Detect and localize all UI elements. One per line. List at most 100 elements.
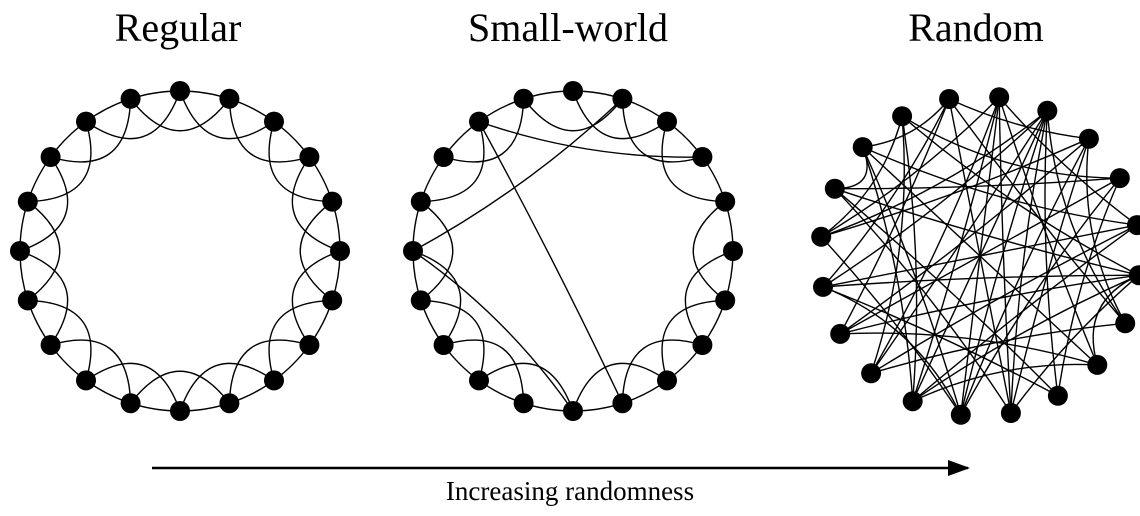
random-edge bbox=[870, 116, 905, 374]
random-edge bbox=[840, 332, 1098, 366]
random-node bbox=[989, 87, 1010, 108]
small-world-edge bbox=[443, 339, 525, 404]
small-world-node bbox=[433, 335, 454, 355]
regular-node bbox=[264, 370, 284, 391]
small-world-node bbox=[657, 370, 677, 391]
regular-node bbox=[322, 191, 343, 212]
small-world-node bbox=[410, 191, 431, 212]
regular-edge bbox=[85, 362, 181, 412]
random-edge bbox=[998, 96, 1138, 226]
random-edge bbox=[1057, 177, 1121, 396]
regular-node bbox=[17, 191, 38, 212]
random-edge bbox=[948, 98, 1089, 140]
regular-edge bbox=[291, 156, 341, 252]
small-world-edge bbox=[661, 299, 726, 381]
random-edge bbox=[1046, 110, 1126, 324]
regular-node bbox=[76, 370, 96, 391]
regular-node bbox=[264, 111, 284, 132]
regular-edge bbox=[299, 201, 333, 301]
random-edge bbox=[948, 98, 1012, 414]
small-world-node bbox=[715, 290, 736, 311]
random-network bbox=[811, 87, 1140, 425]
panel-title-regular: Regular bbox=[114, 5, 242, 50]
regular-edge bbox=[179, 362, 275, 412]
small-world-edge bbox=[412, 250, 462, 346]
small-world-edge bbox=[661, 121, 726, 203]
regular-edge bbox=[228, 98, 310, 163]
small-world-node bbox=[715, 191, 736, 212]
small-world-node bbox=[692, 335, 713, 355]
random-edge bbox=[822, 110, 1048, 288]
regular-node bbox=[322, 290, 343, 311]
random-node bbox=[1047, 385, 1068, 406]
regular-node bbox=[40, 335, 61, 355]
small-world-edge bbox=[443, 98, 525, 163]
random-edge bbox=[870, 96, 1000, 374]
small-world-shortcut-edge bbox=[478, 120, 703, 158]
random-edge bbox=[912, 224, 1138, 402]
random-node bbox=[1037, 100, 1058, 121]
regular-node bbox=[170, 401, 190, 421]
random-node bbox=[1109, 168, 1130, 189]
small-world-node bbox=[469, 370, 489, 391]
regular-network bbox=[10, 81, 350, 421]
regular-node bbox=[170, 81, 190, 101]
random-node bbox=[939, 89, 960, 109]
small-world-network bbox=[403, 81, 743, 421]
regular-node bbox=[299, 335, 320, 355]
small-world-node bbox=[513, 393, 534, 414]
regular-edge bbox=[268, 121, 333, 203]
regular-edge bbox=[50, 339, 132, 404]
small-world-node bbox=[469, 111, 489, 132]
random-edge bbox=[960, 110, 1048, 415]
random-edge bbox=[998, 97, 1012, 414]
regular-node bbox=[76, 111, 96, 132]
regular-edge bbox=[85, 90, 181, 140]
regular-node bbox=[330, 241, 350, 261]
random-edge bbox=[901, 115, 1140, 276]
small-world-edge bbox=[692, 201, 726, 301]
random-node bbox=[1128, 265, 1140, 286]
random-edge bbox=[960, 177, 1121, 416]
small-world-edge bbox=[572, 90, 668, 140]
small-world-edge bbox=[684, 250, 734, 346]
random-node bbox=[1000, 403, 1021, 423]
small-world-edge bbox=[420, 299, 485, 381]
small-world-edge bbox=[621, 339, 703, 404]
small-world-shortcut-edge bbox=[478, 121, 624, 404]
random-node bbox=[1115, 313, 1136, 334]
random-edge bbox=[1010, 110, 1048, 414]
random-node bbox=[1087, 354, 1108, 375]
random-edge bbox=[822, 286, 1059, 397]
random-node bbox=[861, 363, 882, 384]
panel-title-random: Random bbox=[908, 5, 1044, 50]
regular-node bbox=[219, 88, 240, 109]
random-edge bbox=[862, 146, 1138, 226]
random-edge bbox=[822, 98, 950, 288]
random-edge bbox=[834, 188, 1139, 276]
random-edge bbox=[870, 110, 1048, 374]
random-edge bbox=[820, 236, 962, 416]
small-world-node bbox=[410, 290, 431, 311]
random-node bbox=[811, 226, 832, 247]
small-world-node bbox=[403, 241, 423, 261]
random-edge bbox=[820, 116, 903, 238]
regular-edge bbox=[130, 370, 230, 404]
small-world-node bbox=[612, 393, 633, 414]
regular-edge bbox=[27, 121, 92, 203]
random-edge bbox=[839, 138, 1090, 335]
random-edge bbox=[870, 224, 1138, 374]
regular-edge bbox=[291, 250, 341, 346]
random-node bbox=[902, 391, 923, 412]
random-node bbox=[1127, 215, 1140, 236]
small-world-node bbox=[433, 147, 454, 167]
regular-node bbox=[10, 241, 30, 261]
small-world-node bbox=[657, 111, 677, 132]
regular-edge bbox=[50, 98, 132, 163]
small-world-shortcut-edge bbox=[412, 250, 574, 412]
random-node bbox=[813, 276, 833, 297]
small-world-node bbox=[513, 88, 534, 109]
small-world-edge bbox=[420, 201, 454, 301]
